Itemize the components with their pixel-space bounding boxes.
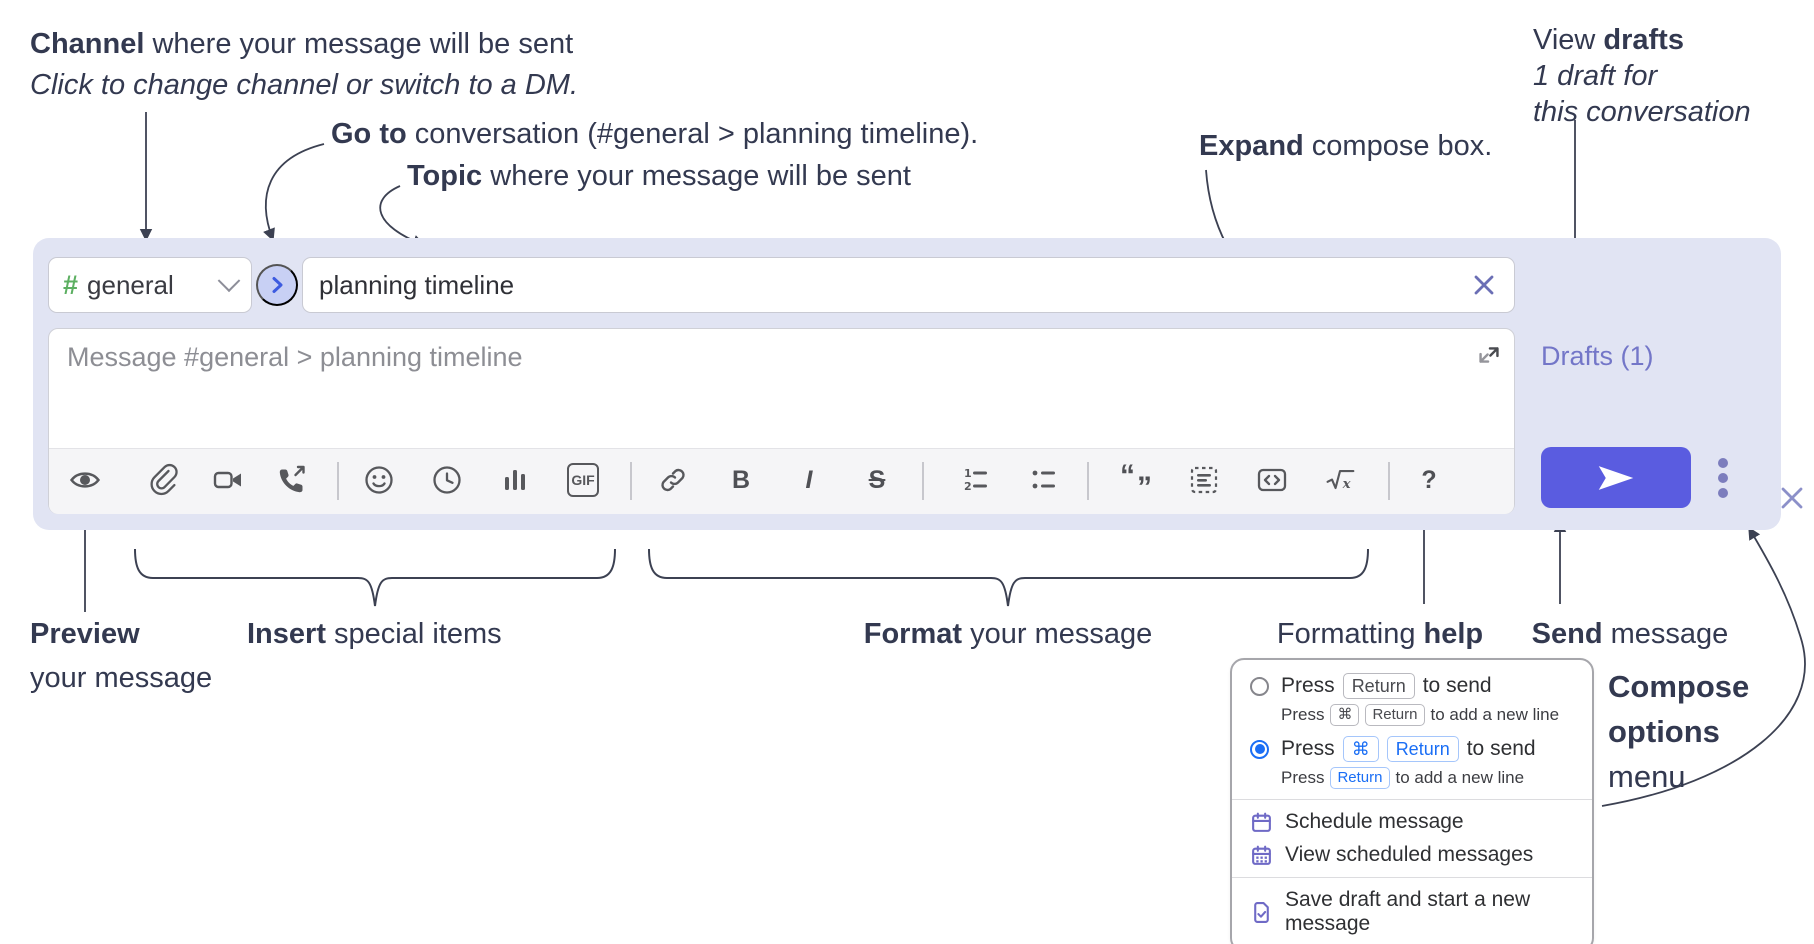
calendar-icon <box>1252 812 1271 832</box>
topic-annotation: Topic where your message will be sent <box>407 160 911 192</box>
formatting-help-button[interactable]: ? <box>1407 449 1451 511</box>
kebab-dot <box>1718 473 1728 483</box>
formatting-help-annotation: Formatting help <box>1276 618 1484 650</box>
toolbar-divider <box>337 462 339 500</box>
italic-icon: I <box>805 465 813 494</box>
channel-name: general <box>87 269 174 300</box>
eye-icon <box>69 472 101 488</box>
italic-button[interactable]: I <box>787 449 831 511</box>
bar-chart-icon <box>505 470 525 490</box>
code-icon <box>1257 468 1287 492</box>
bold-icon: B <box>731 465 751 494</box>
video-camera-icon <box>213 471 241 489</box>
toolbar-divider <box>1087 462 1089 500</box>
menu-option-return-to-send[interactable]: Press Return to send <box>1250 673 1574 699</box>
menu-divider <box>1232 799 1592 800</box>
format-annotation: Format your message <box>863 618 1153 650</box>
menu-divider <box>1232 877 1592 878</box>
link-button[interactable] <box>651 449 695 511</box>
code-button[interactable] <box>1250 449 1294 511</box>
channel-annotation: Channel where your message will be sent … <box>30 28 579 101</box>
ordered-list-button[interactable]: 1 2 <box>954 449 998 511</box>
expand-compose-button[interactable] <box>1472 338 1506 372</box>
gif-icon: GIF <box>567 463 599 497</box>
kebab-dot <box>1718 488 1728 498</box>
kebab-dot <box>1718 458 1728 468</box>
menu-option-sub-text: Press ⌘ Return to add a new line <box>1281 704 1560 726</box>
link-icon <box>661 468 685 492</box>
expand-annotation: Expand compose box. <box>1199 130 1493 162</box>
chevron-right-icon <box>272 277 283 293</box>
emoji-button[interactable] <box>357 449 401 511</box>
goto-annotation: Go to conversation (#general > planning … <box>331 118 979 150</box>
toolbar-divider <box>630 462 632 500</box>
chevron-down-icon <box>217 269 241 293</box>
blockquote-button[interactable]: “ ” <box>1114 449 1158 511</box>
bulleted-list-button[interactable] <box>1022 449 1066 511</box>
bulleted-list-icon <box>1032 470 1055 489</box>
send-annotation: Send message <box>1531 618 1729 650</box>
recent-button[interactable] <box>425 449 469 511</box>
menu-option-sub-text: Press Return to add a new line <box>1281 767 1525 789</box>
compose-options-annotation: Compose options menu <box>1608 669 1750 794</box>
toolbar-divider <box>922 462 924 500</box>
insert-annotation: Insert special items <box>247 618 502 650</box>
topic-field <box>302 257 1515 313</box>
clear-topic-button[interactable] <box>1462 263 1506 307</box>
phone-call-icon <box>279 465 305 493</box>
topic-input[interactable] <box>303 269 1462 301</box>
numbered-list-icon: 1 2 <box>964 467 987 493</box>
svg-text:x: x <box>1342 476 1352 492</box>
menu-item-schedule-message[interactable]: Schedule message <box>1250 810 1574 834</box>
drafts-link[interactable]: Drafts (1) <box>1541 341 1654 371</box>
code-block-button[interactable] <box>1182 449 1226 511</box>
send-button[interactable] <box>1541 447 1691 508</box>
menu-option-cmd-return-to-send[interactable]: Press ⌘ Return to send <box>1250 736 1574 762</box>
close-compose-button[interactable] <box>1775 481 1809 515</box>
calendar-grid-icon <box>1252 845 1271 865</box>
formula-icon: x <box>1326 470 1355 492</box>
preview-annotation: Preview your message <box>30 618 213 694</box>
expand-icon <box>1479 347 1499 363</box>
audio-call-button[interactable] <box>270 449 314 511</box>
attach-button[interactable] <box>142 449 186 511</box>
gif-button[interactable]: GIF <box>561 449 605 511</box>
save-draft-icon <box>1254 901 1269 923</box>
menu-item-view-scheduled[interactable]: View scheduled messages <box>1250 843 1574 867</box>
compose-options-button[interactable] <box>1705 450 1741 506</box>
formatting-toolbar <box>49 448 1514 514</box>
preview-button[interactable] <box>63 449 107 511</box>
message-input[interactable] <box>65 341 1449 374</box>
help-icon: ? <box>1421 465 1437 494</box>
svg-text:1: 1 <box>964 467 972 480</box>
svg-text:2: 2 <box>964 480 972 493</box>
view-drafts-annotation: View drafts 1 draft for this conversatio… <box>1533 24 1751 128</box>
menu-item-save-draft[interactable]: Save draft and start a new message <box>1250 888 1574 936</box>
poll-button[interactable] <box>493 449 537 511</box>
send-icon <box>1598 465 1634 490</box>
smiley-icon <box>365 466 393 494</box>
blockquote-icon: “ ” <box>1120 459 1152 504</box>
clock-icon <box>433 466 461 494</box>
radio-unselected-icon[interactable] <box>1250 676 1269 696</box>
bold-button[interactable]: B <box>719 449 763 511</box>
channel-hash-icon: # <box>63 269 79 300</box>
formula-button[interactable]: x <box>1318 449 1362 511</box>
strikethrough-icon: S <box>868 465 886 494</box>
strikethrough-button[interactable]: S <box>855 449 899 511</box>
toolbar-divider <box>1388 462 1390 500</box>
compose-options-menu: Press Return to send Press ⌘ Return to a… <box>1230 658 1594 944</box>
close-icon <box>1474 275 1494 295</box>
radio-selected-icon[interactable] <box>1250 739 1269 759</box>
channel-selector[interactable]: # general <box>48 257 252 313</box>
goto-conversation-button[interactable] <box>256 264 298 306</box>
video-clip-button[interactable] <box>206 449 250 511</box>
code-block-icon <box>1190 466 1218 494</box>
paperclip-icon <box>150 463 178 496</box>
